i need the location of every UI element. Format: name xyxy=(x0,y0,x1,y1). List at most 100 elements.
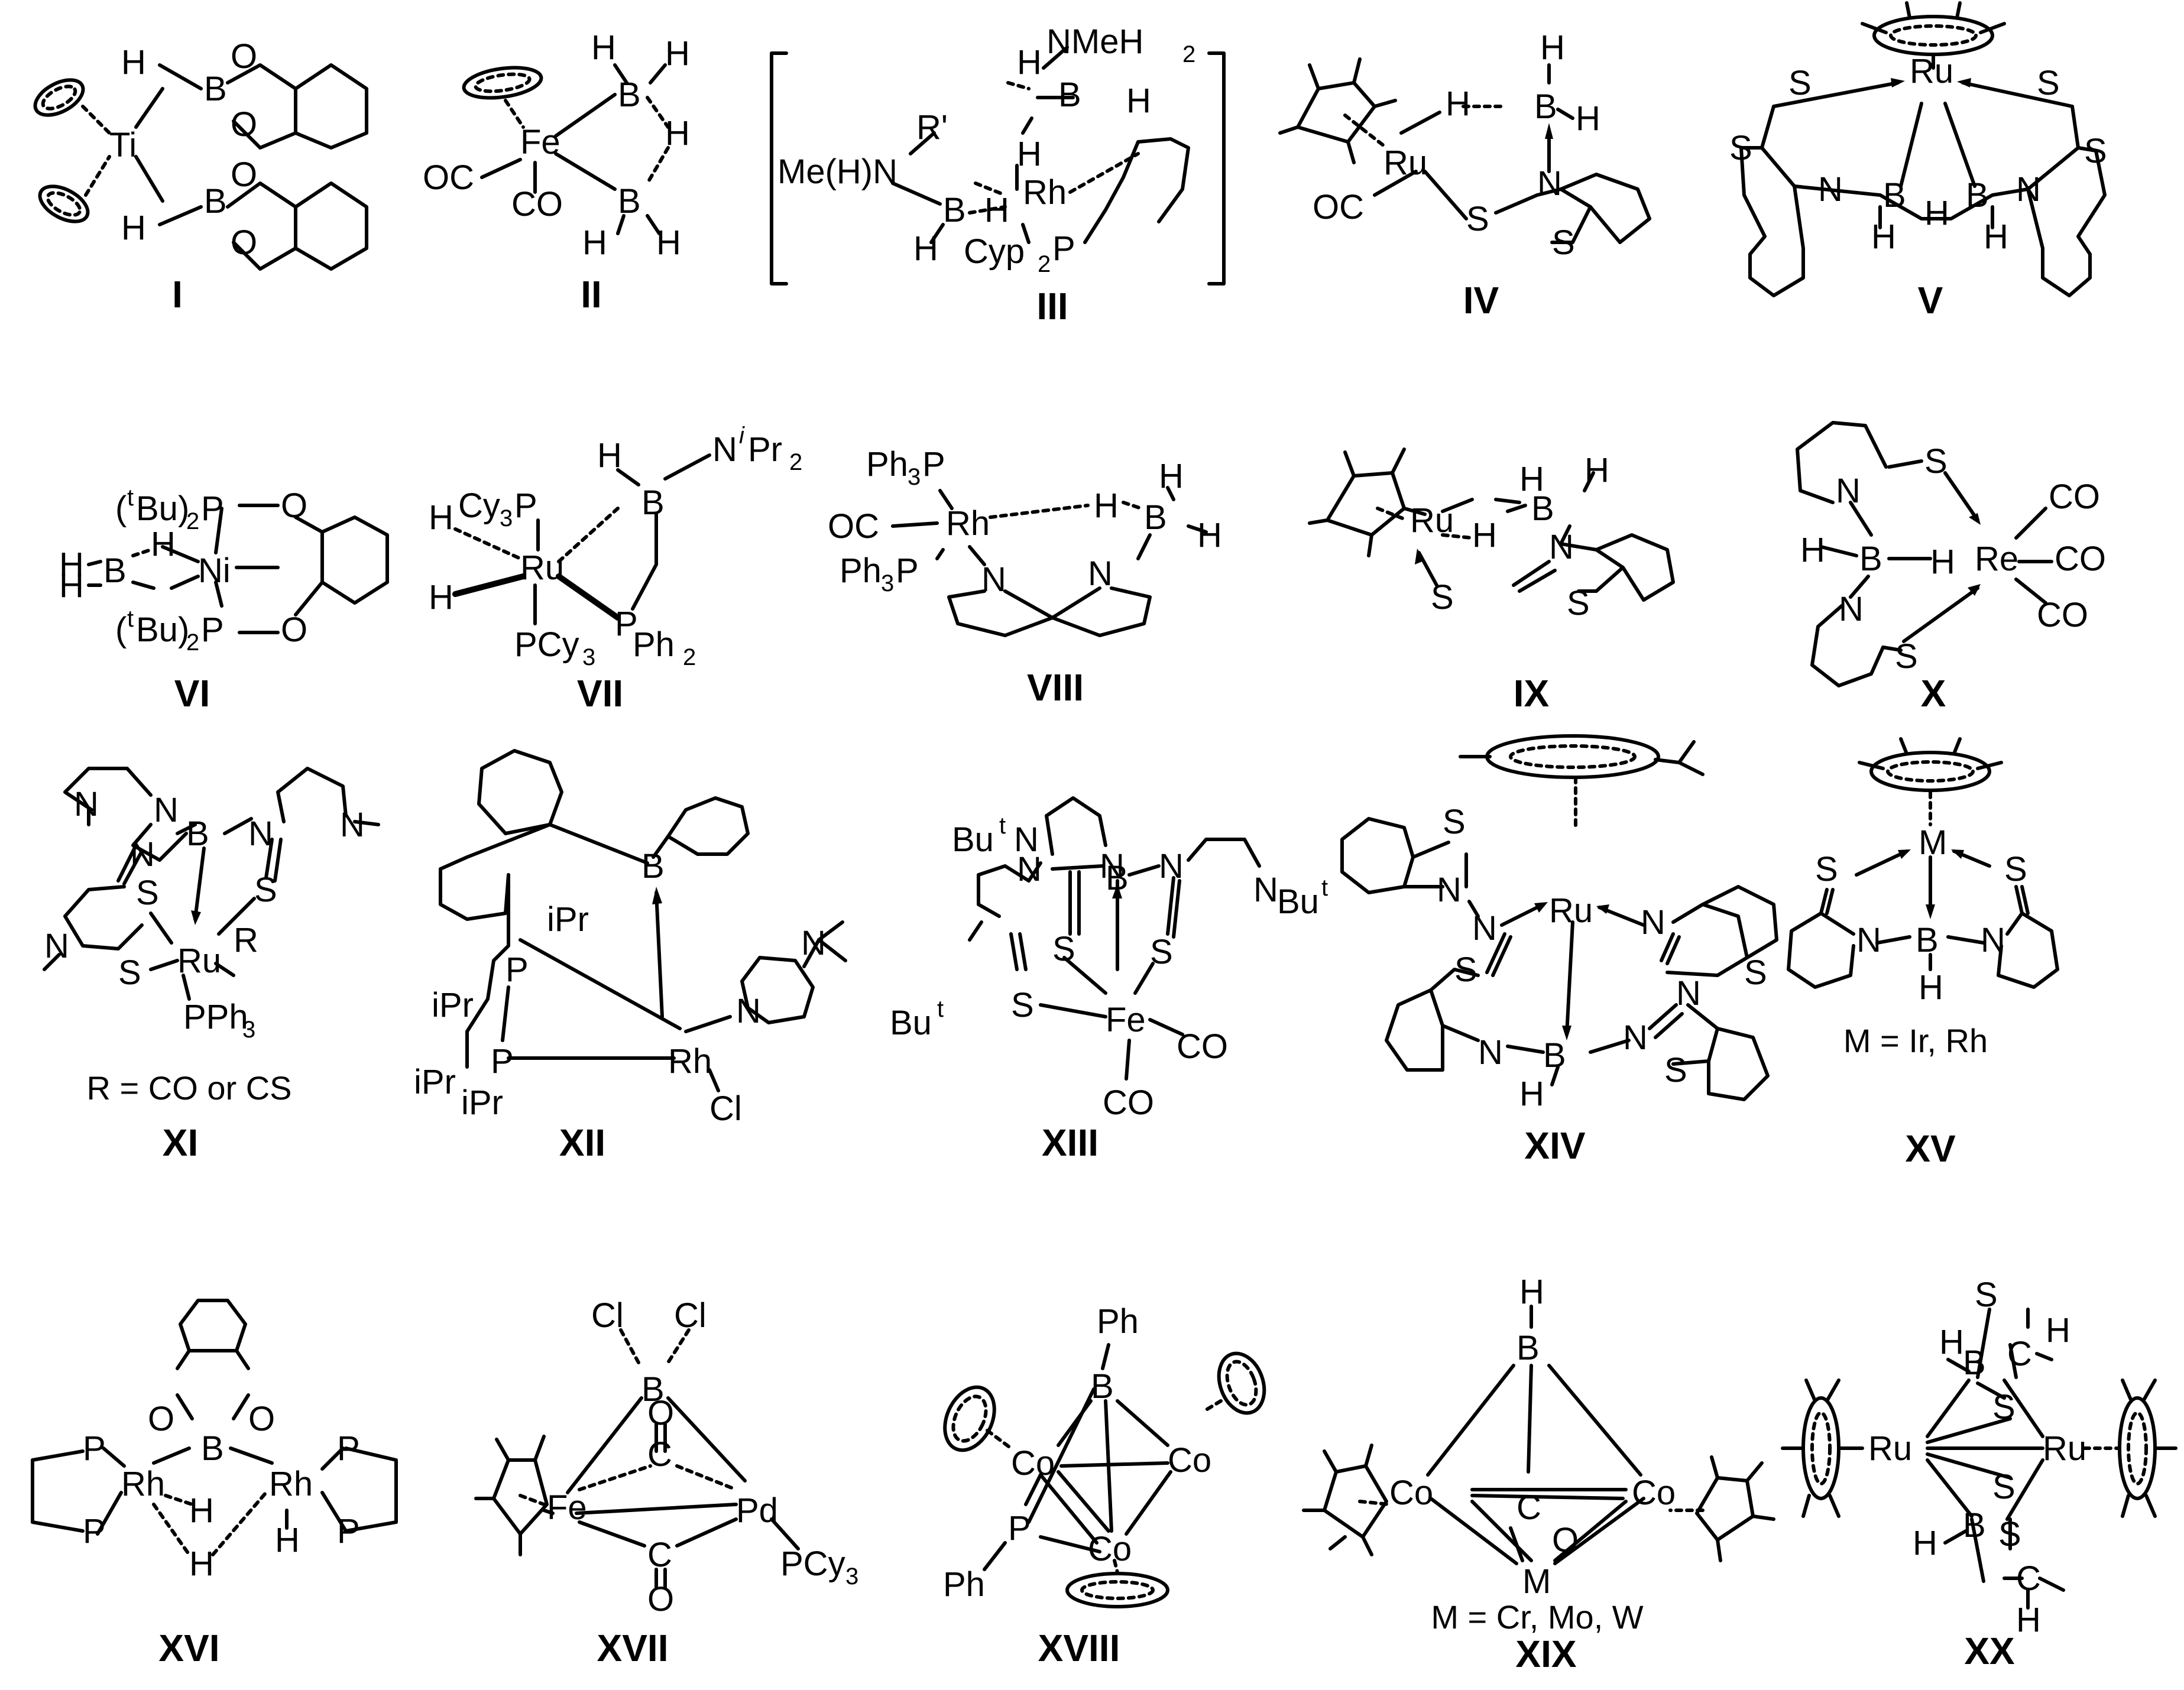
atom: 3 xyxy=(500,505,513,531)
compound-XII: B iPr P iPr N N iPr P Rh iPr Cl XII xyxy=(414,749,847,1164)
atom: C xyxy=(647,1536,672,1574)
atom: S xyxy=(1466,200,1489,238)
atom: B xyxy=(1963,1344,1986,1382)
atom: C xyxy=(2007,1335,2032,1373)
atom: N xyxy=(340,806,365,844)
atom: Rh xyxy=(668,1042,712,1081)
atom: B xyxy=(186,815,209,853)
atom: H xyxy=(597,436,622,475)
atom: Ru xyxy=(520,549,564,587)
atom: H xyxy=(1930,543,1955,581)
atom: S xyxy=(1975,1276,1998,1314)
atom: S xyxy=(2037,64,2060,102)
atom: 2 xyxy=(789,449,802,475)
atom: P xyxy=(83,1429,106,1468)
atom: H xyxy=(591,28,616,67)
atom: N xyxy=(1836,472,1861,510)
caption: R = CO or CS xyxy=(87,1069,292,1107)
atom: H xyxy=(189,1491,214,1530)
atom: O xyxy=(248,1400,275,1438)
atom: S xyxy=(1744,953,1767,992)
atom: Bu) xyxy=(136,611,189,649)
compound-label: III xyxy=(1036,285,1068,327)
atom: B xyxy=(618,182,641,220)
atom: N xyxy=(1623,1018,1648,1057)
atom: B xyxy=(1517,1329,1540,1367)
atom: Ru xyxy=(2043,1429,2086,1468)
atom: B xyxy=(1963,1506,1986,1545)
atom: iPr xyxy=(414,1063,456,1101)
atom: 3 xyxy=(881,570,894,596)
atom: Rh xyxy=(1023,173,1067,212)
atom: O xyxy=(281,486,307,525)
atom: H xyxy=(1800,531,1825,569)
atom: S xyxy=(1552,223,1575,262)
atom: O xyxy=(231,155,257,194)
atom: CO xyxy=(2049,478,2100,516)
atom: H xyxy=(1446,85,1470,123)
atom: S xyxy=(1431,578,1454,617)
atom: S xyxy=(1998,1515,2021,1553)
atom: Bu xyxy=(1277,883,1319,921)
atom: N xyxy=(1437,871,1462,909)
atom: P xyxy=(896,552,919,590)
atom: Cyp xyxy=(964,232,1025,271)
compound-VII: Cy 3 P H N i Pr 2 H B Ru H P PCy 3 Ph 2 … xyxy=(429,423,802,715)
atom: S xyxy=(1729,129,1752,167)
atom: P xyxy=(337,1429,360,1468)
atom: B xyxy=(1916,921,1939,959)
compound-label: XI xyxy=(163,1121,198,1164)
atom: H xyxy=(1871,218,1896,256)
atom: N xyxy=(981,560,1006,599)
atom: B xyxy=(103,552,127,590)
compound-XV: S M S N B N H M = Ir, Rh XV xyxy=(1787,737,2059,1170)
compound-V: Ru S S S S N B H B N H H V xyxy=(1729,1,2107,322)
atom: O xyxy=(231,105,257,144)
atom: Rh xyxy=(121,1465,165,1503)
atom: S xyxy=(136,874,159,912)
atom: Co xyxy=(1389,1474,1433,1512)
caption: M = Ir, Rh xyxy=(1843,1022,1988,1059)
atom: PCy xyxy=(514,625,579,664)
atom: B xyxy=(943,191,966,229)
compound-VI: ( t Bu) 2 P O H H B H Ni ( t Bu) 2 P O V… xyxy=(59,485,389,715)
atom: 3 xyxy=(242,1017,255,1043)
atom: t xyxy=(937,996,944,1022)
atom: H xyxy=(1924,194,1949,232)
atom: B xyxy=(1531,489,1554,528)
atom: P xyxy=(506,951,529,989)
atom: PPh xyxy=(183,998,248,1036)
atom: S xyxy=(1011,986,1034,1024)
atom: Ph xyxy=(866,445,908,484)
atom: 3 xyxy=(582,644,595,670)
compound-label: II xyxy=(581,273,602,316)
compound-label: XIII xyxy=(1042,1121,1099,1164)
atom: H xyxy=(1919,968,1943,1007)
atom: O xyxy=(647,1394,674,1432)
compound-IX: H B H Ru H N S S IX xyxy=(1308,447,1675,715)
atom: B xyxy=(1966,176,1989,215)
atom: N xyxy=(1818,170,1843,209)
compound-label: XX xyxy=(1964,1630,2015,1672)
atom: B xyxy=(1106,859,1129,897)
compound-label: X xyxy=(1921,672,1946,715)
atom: H xyxy=(429,578,453,617)
atom: Ru xyxy=(177,942,221,980)
compound-label: IX xyxy=(1514,672,1550,715)
compound-label: XVIII xyxy=(1038,1627,1120,1669)
atom: N xyxy=(74,785,99,823)
atom: Cl xyxy=(674,1296,707,1335)
atom: N xyxy=(1537,164,1562,203)
atom: P xyxy=(615,605,638,643)
atom: N xyxy=(801,924,826,962)
atom: N xyxy=(1088,554,1113,593)
atom: H xyxy=(1939,1323,1964,1361)
atom: Cl xyxy=(709,1089,742,1128)
atom: t xyxy=(127,485,134,511)
atom: B xyxy=(618,76,641,114)
atom: H xyxy=(1984,218,2008,256)
atom: H xyxy=(1017,43,1042,82)
atom: H xyxy=(151,525,176,563)
atom: H xyxy=(1913,1524,1937,1562)
atom: H xyxy=(1017,135,1042,173)
